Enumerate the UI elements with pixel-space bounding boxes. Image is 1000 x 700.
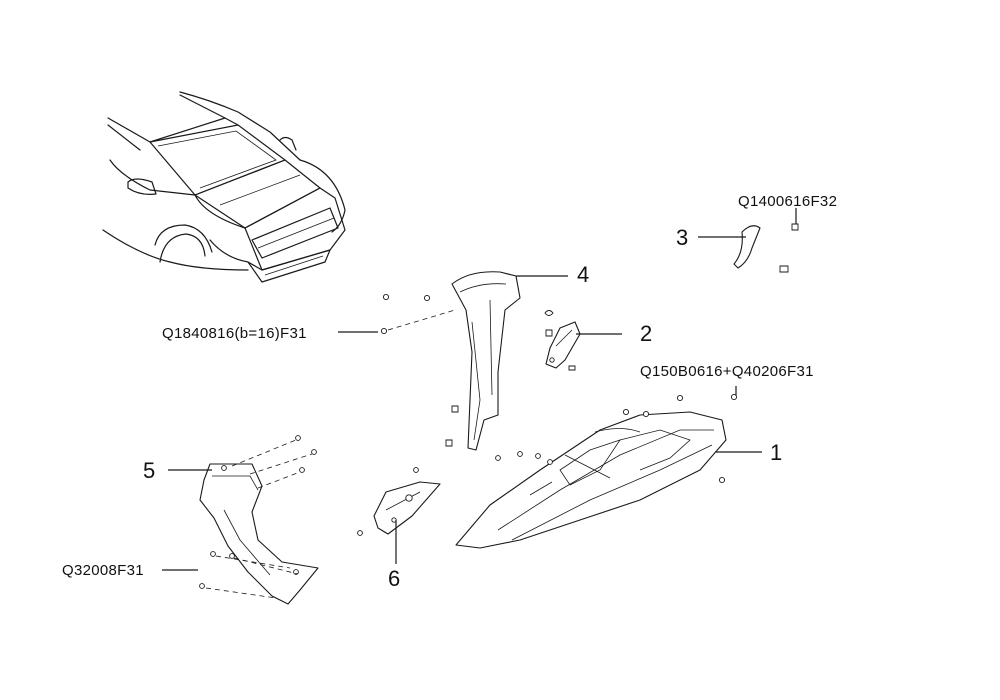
part-2-bracket — [544, 310, 581, 371]
callout-1: 1 — [770, 440, 782, 465]
part-4-panel — [445, 271, 521, 451]
fastener-code-q1400616f32: Q1400616F32 — [738, 193, 837, 210]
fastener-code-q1840816: Q1840816(b=16)F31 — [162, 325, 307, 342]
callout-6: 6 — [388, 566, 400, 591]
part-1-undertray — [455, 393, 738, 549]
callout-3: 3 — [676, 225, 688, 250]
fastener-group-4 — [380, 293, 456, 335]
part-3-strip — [733, 223, 799, 273]
vehicle-locator-illustration — [102, 91, 346, 283]
part-6-bracket — [357, 467, 441, 536]
leader-lines — [162, 208, 797, 571]
callout-4: 4 — [577, 262, 589, 287]
part-5-panel — [199, 435, 319, 605]
fastener-code-q32008f31: Q32008F31 — [62, 562, 144, 579]
callout-5: 5 — [143, 458, 155, 483]
callout-2: 2 — [640, 321, 652, 346]
fastener-code-q150b0616: Q150B0616+Q40206F31 — [640, 363, 814, 380]
